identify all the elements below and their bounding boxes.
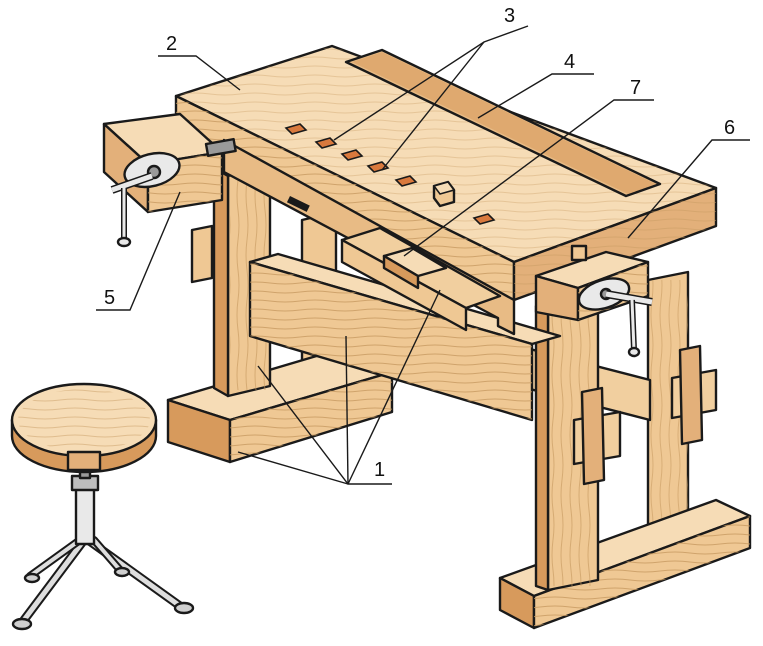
callout-6: 6 [724,117,735,139]
callout-labels: 1 2 3 4 5 6 7 [104,5,735,481]
right-foot [498,498,752,630]
stool [10,382,195,631]
front-right-leg [534,298,718,592]
callout-2: 2 [166,33,177,55]
stool-seat [10,382,158,474]
callout-5: 5 [104,287,115,309]
bench-dog-holes [284,123,496,225]
callout-1: 1 [374,459,385,481]
callout-7: 7 [630,77,641,99]
stool-base [11,535,195,631]
drawer [340,226,502,332]
callout-3: 3 [504,5,515,27]
front-stretcher [248,252,562,422]
left-foot [166,350,394,464]
front-vise [102,112,237,248]
bench-dog-peg [432,180,456,208]
leader-lines [96,25,750,485]
tail-vise [534,244,653,358]
callout-4: 4 [564,51,575,73]
